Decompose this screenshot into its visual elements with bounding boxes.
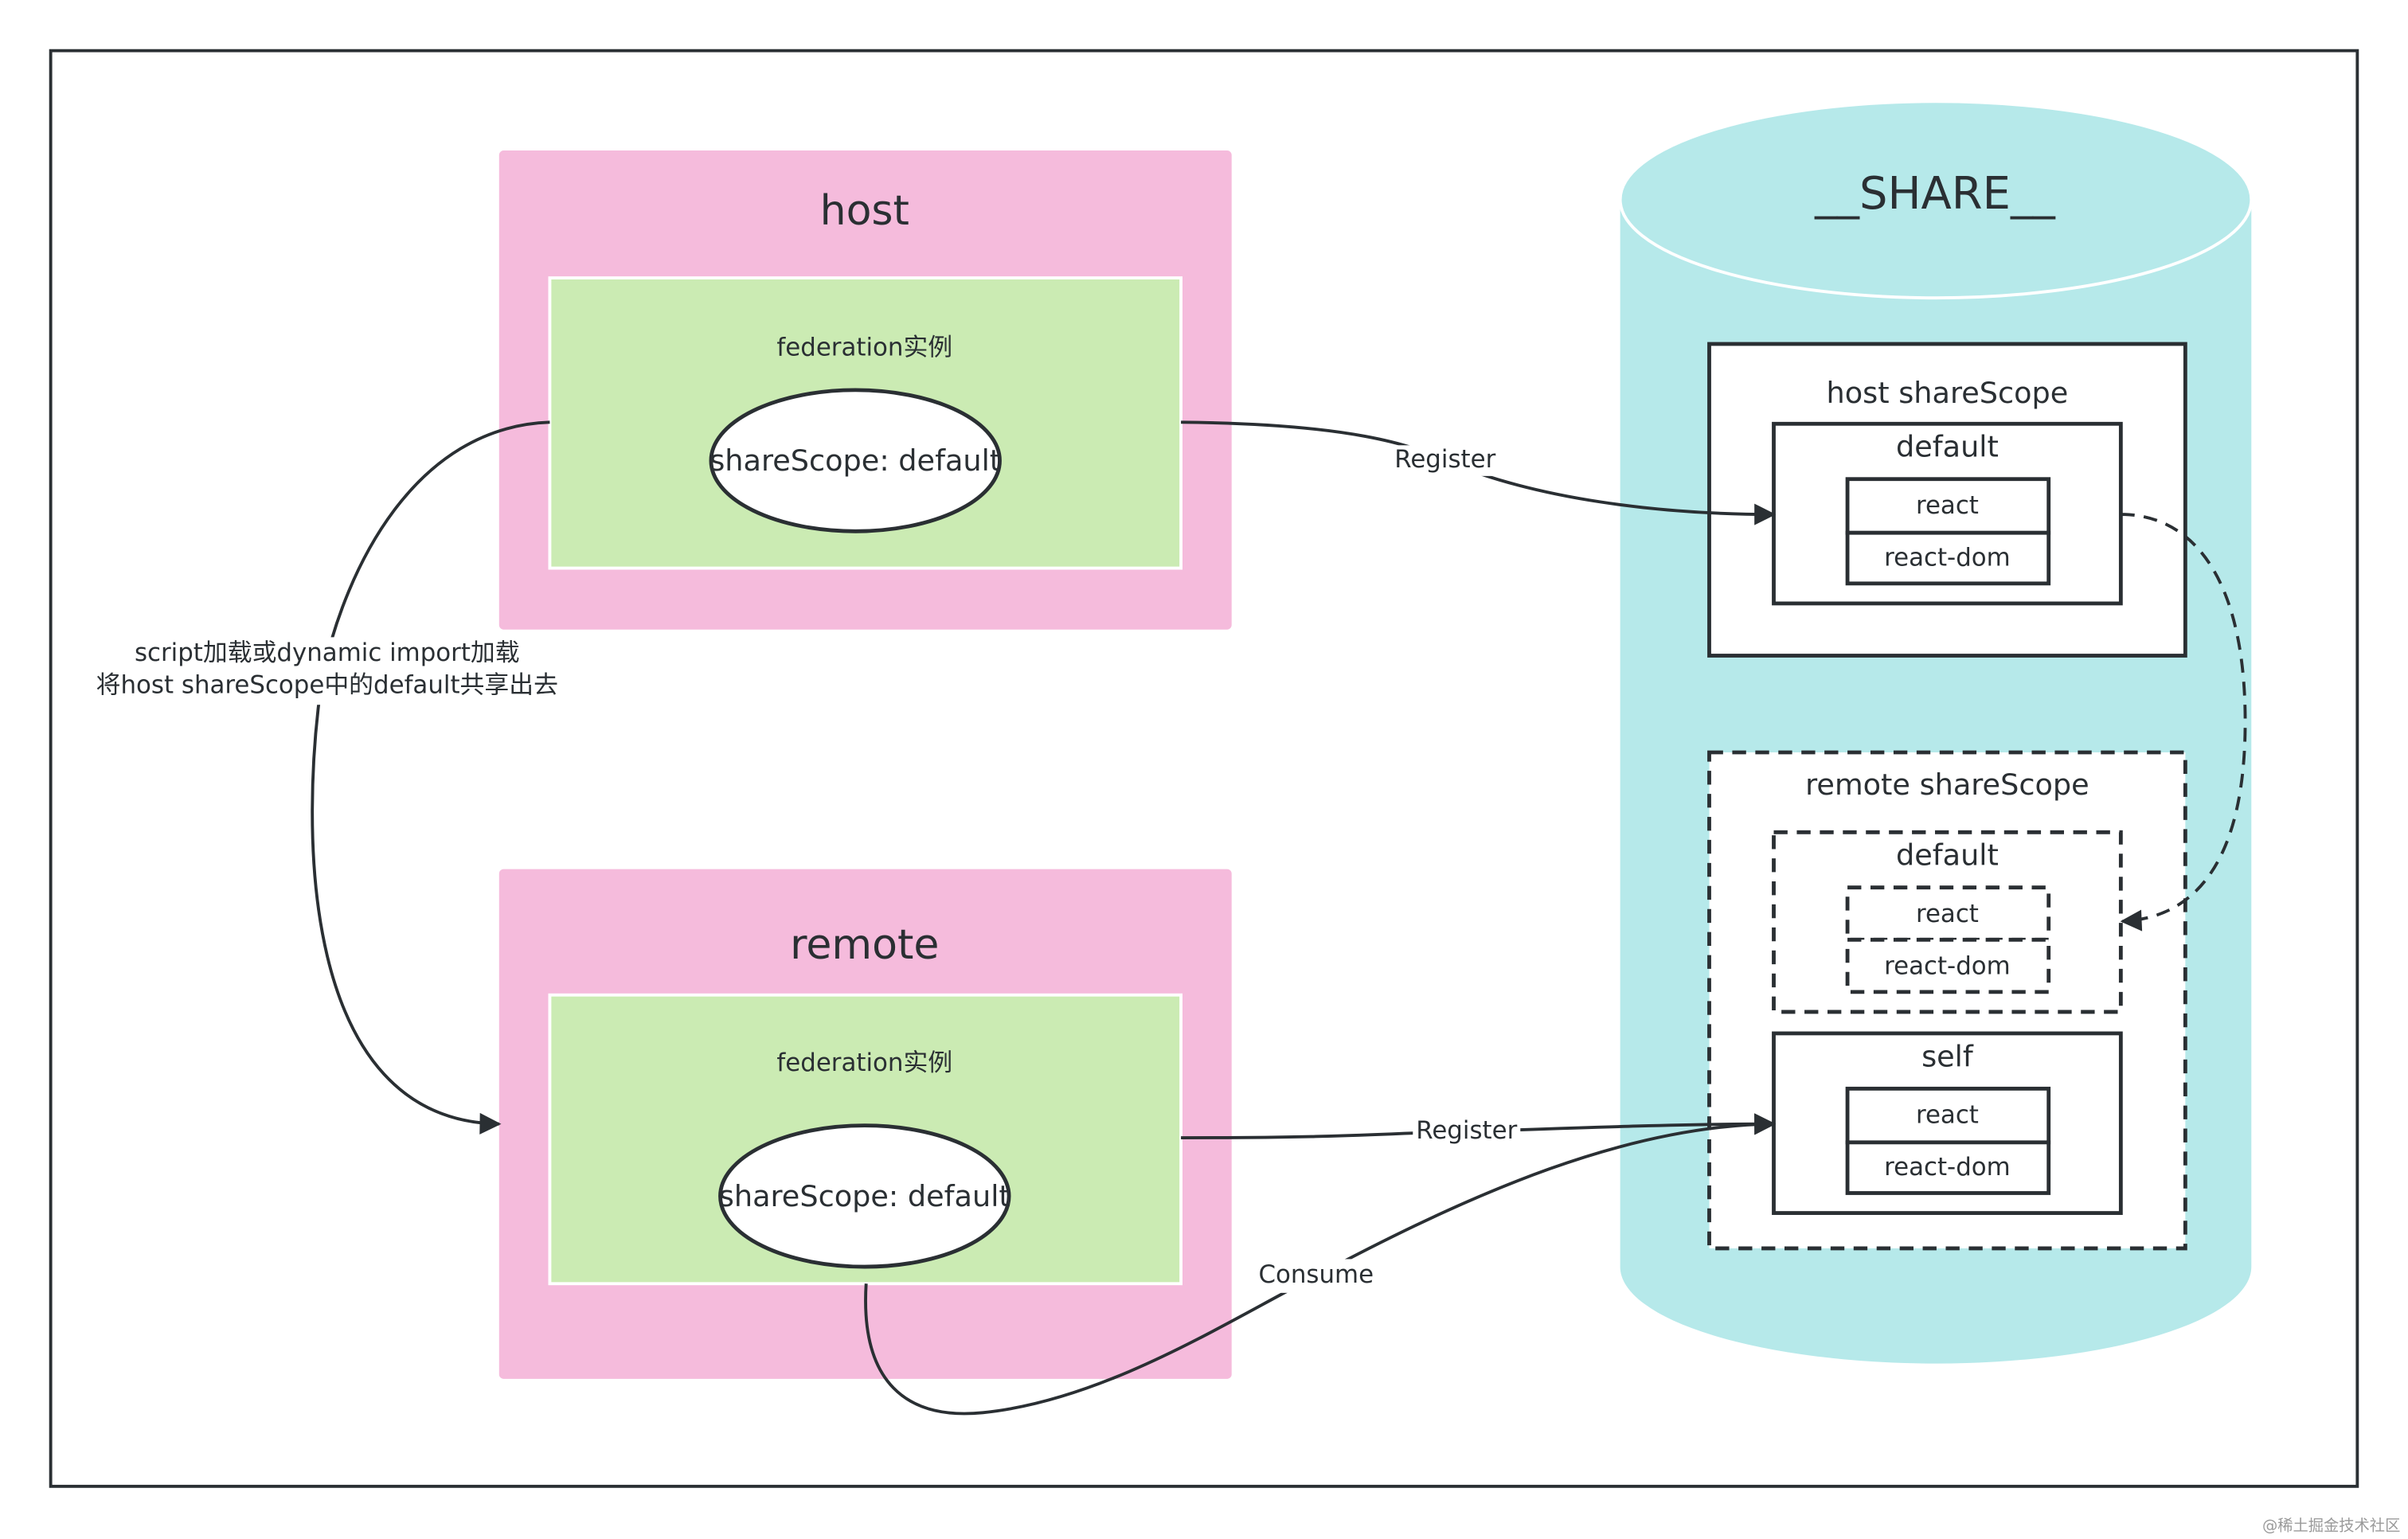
edge-load-host-to-remote[interactable] xyxy=(311,420,550,1135)
remote-federation-label: federation实例 xyxy=(776,1049,952,1077)
host-sharescope-title: host shareScope xyxy=(1827,376,2069,410)
host-federation-label: federation实例 xyxy=(776,333,952,361)
remote-default-react-dom-item[interactable] xyxy=(1845,937,2051,994)
self-react-dom-item[interactable] xyxy=(1845,1140,2051,1195)
remote-sharescope-title: remote shareScope xyxy=(1805,768,2089,802)
remote-sharescope-box[interactable]: remote shareScope default react react-do… xyxy=(1707,750,2187,1251)
self-react-label: react xyxy=(1916,1101,1979,1130)
host-default-label: default xyxy=(1896,430,1999,464)
remote-default-label: default xyxy=(1896,838,1999,873)
share-title: __SHARE__ xyxy=(1814,168,2056,220)
self-react-dom-label: react-dom xyxy=(1884,1153,2011,1182)
remote-container[interactable]: remote federation实例 shareScope: default xyxy=(498,869,1232,1379)
host-title: host xyxy=(820,187,909,235)
self-react-item[interactable] xyxy=(1845,1086,2051,1145)
remote-default-react-label: react xyxy=(1916,900,1979,928)
remote-default-react-dom-label: react-dom xyxy=(1884,951,2011,980)
edge-host-register-label: Register xyxy=(1394,445,1495,474)
remote-self-label: self xyxy=(1921,1039,1974,1073)
edge-load-label-line2: 将host shareScope中的default共享出去 xyxy=(96,671,558,700)
host-sharescope-label: shareScope: default xyxy=(710,443,1001,478)
host-react-label: react xyxy=(1916,491,1979,520)
remote-sharescope-label: shareScope: default xyxy=(719,1179,1010,1213)
host-sharescope-node[interactable] xyxy=(709,388,1002,533)
host-container[interactable]: host federation实例 shareScope: default xyxy=(498,150,1232,630)
host-react-dom-label: react-dom xyxy=(1884,543,2011,572)
edge-consume-label: Consume xyxy=(1258,1260,1374,1289)
edge-consume[interactable] xyxy=(864,1113,1777,1416)
edge-host-to-remote-copy[interactable] xyxy=(2120,513,2247,932)
edge-remote-register-label: Register xyxy=(1416,1116,1517,1145)
remote-sharescope-node[interactable] xyxy=(718,1123,1011,1269)
remote-title: remote xyxy=(790,921,939,969)
host-sharescope-box[interactable]: host shareScope default react react-dom xyxy=(1707,342,2187,658)
edge-load-label-line1: script加载或dynamic import加载 xyxy=(135,639,520,667)
watermark: @稀土掘金技术社区 xyxy=(2262,1516,2400,1534)
host-react-dom-item[interactable] xyxy=(1845,530,2051,586)
remote-default-react-item[interactable] xyxy=(1845,885,2051,942)
host-react-item[interactable] xyxy=(1845,477,2051,535)
